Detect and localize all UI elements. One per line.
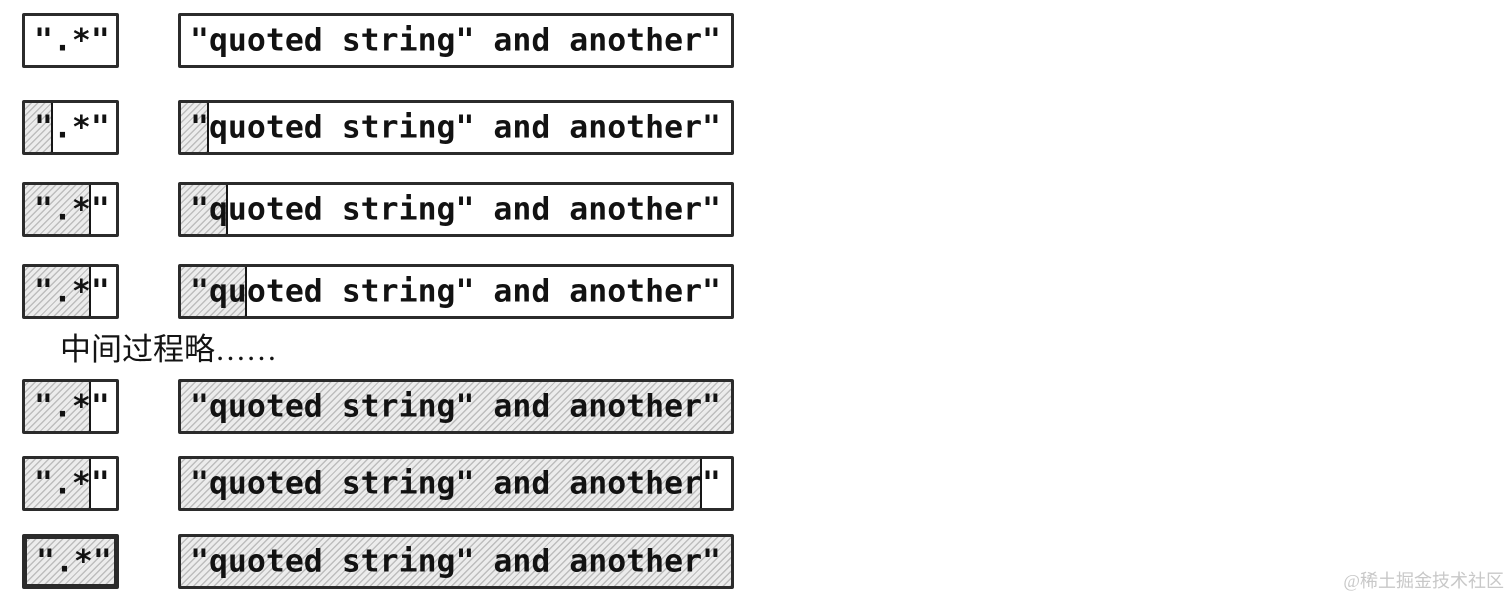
target-string-box: "quoted string" and another": [178, 264, 734, 319]
regex-pattern-box: ".*": [22, 182, 119, 237]
match-step-row: ".*" "quoted string" and another": [0, 379, 1512, 434]
target-string-text: "quoted string" and another": [190, 542, 722, 579]
matched-region-highlight: [25, 103, 53, 152]
regex-pattern-text: ".*": [34, 387, 110, 424]
regex-pattern-text: ".*": [34, 190, 110, 227]
match-step-row: ".*" "quoted string" and another": [0, 182, 1512, 237]
match-step-row: ".*" "quoted string" and another": [0, 534, 1512, 589]
regex-pattern-text: ".*": [34, 464, 110, 501]
matched-region-highlight: [25, 267, 91, 316]
target-string-text: "quoted string" and another": [190, 108, 722, 145]
target-string-text: "quoted string" and another": [190, 21, 722, 58]
matched-region-highlight: [181, 537, 731, 586]
target-string-box: "quoted string" and another": [178, 379, 734, 434]
regex-pattern-box: ".*": [22, 456, 119, 511]
match-step-row: ".*" "quoted string" and another": [0, 100, 1512, 155]
regex-pattern-box: ".*": [22, 379, 119, 434]
regex-pattern-text: ".*": [36, 542, 112, 579]
target-string-box: "quoted string" and another": [178, 534, 734, 589]
matched-region-highlight: [181, 185, 228, 234]
regex-pattern-box: ".*": [22, 13, 119, 68]
regex-pattern-box: ".*": [22, 534, 119, 589]
target-string-text: "quoted string" and another": [190, 464, 722, 501]
regex-pattern-text: ".*": [34, 108, 110, 145]
note-intermediate-steps-omitted: 中间过程略……: [60, 332, 277, 367]
regex-pattern-text: ".*": [34, 272, 110, 309]
matched-region-highlight: [181, 103, 209, 152]
regex-pattern-text: ".*": [34, 21, 110, 58]
watermark: @稀土掘金技术社区: [1343, 571, 1504, 591]
match-step-row: ".*" "quoted string" and another": [0, 264, 1512, 319]
matched-region-highlight: [27, 539, 114, 584]
matched-region-highlight: [25, 185, 91, 234]
match-step-row: ".*" "quoted string" and another": [0, 456, 1512, 511]
target-string-box: "quoted string" and another": [178, 182, 734, 237]
matched-region-highlight: [25, 459, 91, 508]
matched-region-highlight: [181, 459, 703, 508]
target-string-box: "quoted string" and another": [178, 13, 734, 68]
regex-pattern-box: ".*": [22, 100, 119, 155]
matched-region-highlight: [181, 267, 247, 316]
target-string-text: "quoted string" and another": [190, 272, 722, 309]
match-step-row: ".*" "quoted string" and another": [0, 13, 1512, 68]
target-string-box: "quoted string" and another": [178, 100, 734, 155]
target-string-text: "quoted string" and another": [190, 190, 722, 227]
regex-pattern-box: ".*": [22, 264, 119, 319]
matched-region-highlight: [25, 382, 91, 431]
target-string-box: "quoted string" and another": [178, 456, 734, 511]
matched-region-highlight: [181, 382, 731, 431]
target-string-text: "quoted string" and another": [190, 387, 722, 424]
